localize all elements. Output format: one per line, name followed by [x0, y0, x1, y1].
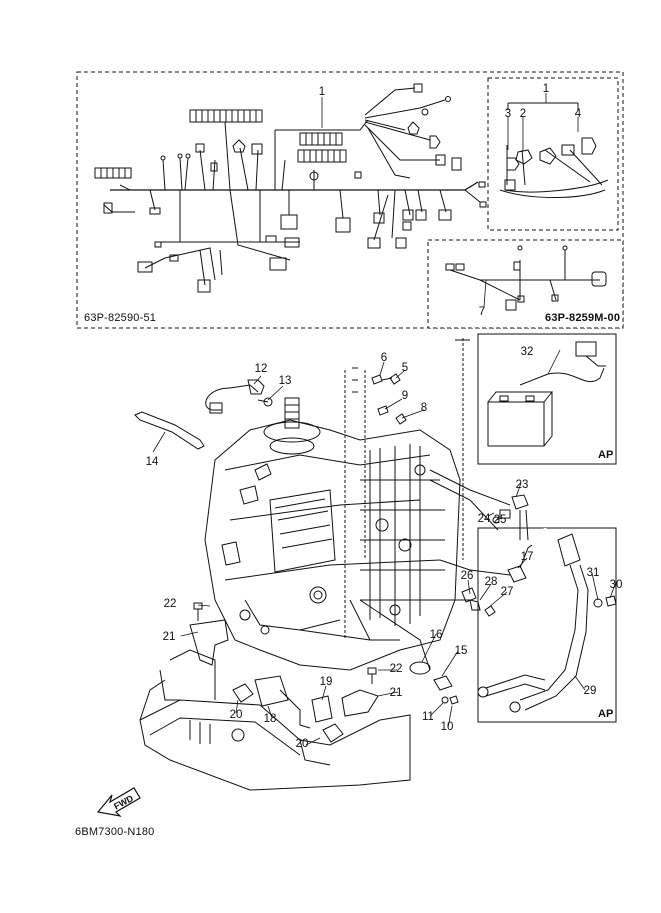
part-5-bolt: [389, 373, 401, 385]
callout-c20b: 20: [296, 738, 309, 750]
ap-label-bottom: AP: [598, 708, 613, 720]
part-21-bracket-left: [189, 619, 229, 666]
callout-c21b: 21: [390, 687, 403, 699]
part-21-bracket-right: [341, 689, 379, 717]
callout-c4: 4: [575, 108, 582, 120]
ap-box-bottom-border: [477, 527, 617, 723]
callout-c2: 2: [520, 108, 526, 120]
harness-panel-border: [76, 71, 624, 329]
battery-icon: [487, 401, 545, 447]
callout-c18: 18: [264, 713, 277, 725]
callout-c13: 13: [279, 375, 292, 387]
callout-c16: 16: [430, 629, 443, 641]
part-29-boot: [557, 533, 581, 567]
sub-harness-box: [427, 239, 624, 329]
battery-ap-box: [477, 333, 617, 465]
callout-c10: 10: [441, 721, 454, 733]
engine-block-illustration: [139, 338, 511, 791]
callout-c11: 11: [422, 711, 434, 723]
callout-c31: 31: [587, 567, 600, 579]
callout-c6: 6: [381, 352, 387, 364]
callout-c12: 12: [255, 363, 268, 375]
callout-c14: 14: [146, 456, 159, 468]
callout-c15: 15: [455, 645, 468, 657]
loose-parts: [134, 373, 533, 743]
callout-c27: 27: [501, 586, 514, 598]
ap-box-top-border: [477, 333, 617, 465]
callout-c21a: 21: [163, 631, 176, 643]
part-18-module: [254, 675, 289, 707]
callout-c28: 28: [485, 576, 498, 588]
callout-c22b: 22: [390, 663, 403, 675]
ap-label-top: AP: [598, 449, 613, 461]
callout-c20a: 20: [230, 709, 243, 721]
callout-c5: 5: [402, 362, 408, 374]
callout-c1a: 1: [319, 86, 325, 98]
callout-c7: 7: [479, 306, 485, 318]
harness-sub-code: 63P-8259M-00: [545, 312, 621, 324]
callout-c26: 26: [461, 570, 474, 582]
callout-c25: 25: [494, 514, 507, 526]
callout-c30: 30: [610, 579, 623, 591]
part-8-screw: [395, 413, 407, 425]
harness-main-code: 63P-82590-51: [84, 312, 157, 324]
callout-c23: 23: [516, 479, 529, 491]
callout-c24: 24: [478, 513, 491, 525]
harness-detail-box: [487, 77, 619, 231]
callout-c29: 29: [584, 685, 597, 697]
part-12-sensor: [247, 379, 265, 395]
callout-c1b: 1: [543, 83, 549, 95]
wire-harness-panel: [76, 71, 624, 329]
part-23-sensor: [511, 494, 529, 510]
battery-cable-ap-box: [477, 527, 617, 723]
part-20-grommet-bottom: [322, 723, 344, 743]
part-31-washer: [593, 598, 603, 608]
callout-c9: 9: [402, 390, 408, 402]
part-13-washer: [263, 397, 273, 407]
part-20-grommet-top: [232, 683, 254, 703]
part-17-sensor: [507, 565, 527, 583]
callout-c3: 3: [505, 108, 511, 120]
callout-c22a: 22: [164, 598, 177, 610]
callout-c17: 17: [521, 551, 534, 563]
callout-c32: 32: [521, 346, 534, 358]
fwd-arrow: FWD: [96, 787, 141, 817]
part-14-cable-tie: [134, 411, 205, 450]
leader-lines: [152, 93, 617, 746]
part-16-grommet: [409, 661, 431, 675]
part-15-sensor: [433, 675, 453, 691]
part-30-bolt: [605, 595, 617, 607]
figure-code: 6BM7300-N180: [75, 826, 155, 838]
callout-c8: 8: [421, 402, 427, 414]
callout-c19: 19: [320, 676, 333, 688]
